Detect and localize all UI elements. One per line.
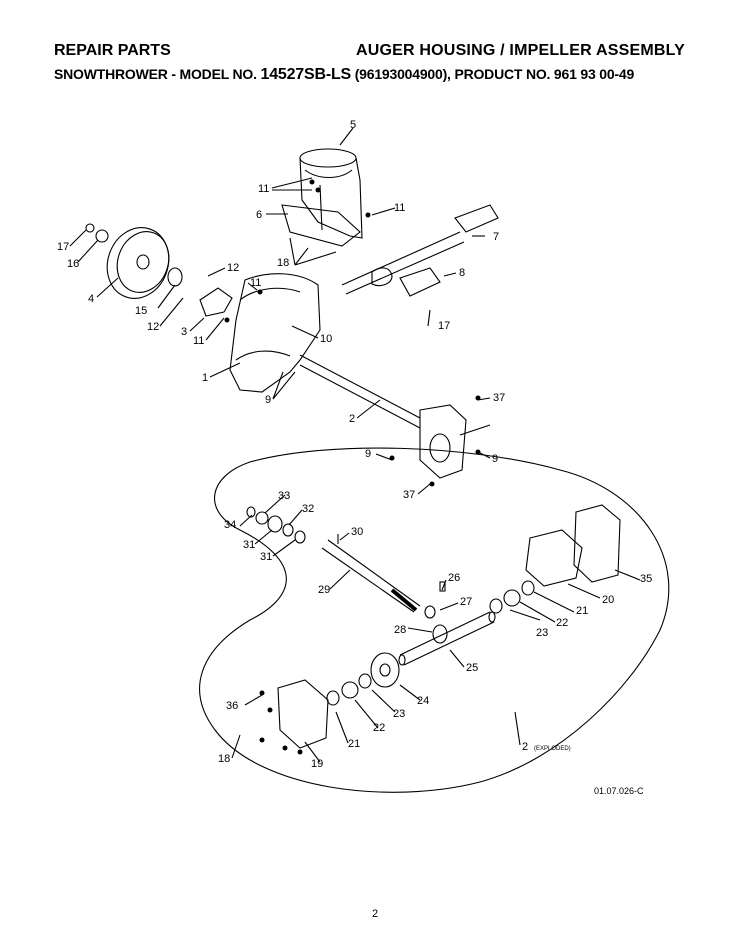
callout-11a: 11	[258, 183, 269, 195]
callout-22b: 22	[373, 722, 385, 734]
axle-part-25	[398, 611, 496, 666]
callout-36: 35	[640, 573, 652, 585]
nut-part-15	[85, 223, 95, 233]
callout-29: 29	[318, 584, 330, 596]
washer-part-32	[282, 523, 294, 537]
pulley-part-4	[106, 227, 170, 299]
callout-34: 34	[224, 519, 236, 531]
subtitle-prefix: SNOWTHROWER - MODEL NO.	[54, 66, 261, 82]
callout-37b: 37	[403, 489, 415, 501]
model-subtitle: SNOWTHROWER - MODEL NO. 14527SB-LS (9619…	[54, 66, 634, 84]
callout-19: 19	[311, 758, 323, 770]
callout-18: 18	[218, 753, 230, 765]
bushing-part-22b	[503, 589, 521, 607]
callout-23b: 23	[393, 708, 405, 720]
callout-23a: 23	[536, 627, 548, 639]
model-number: 14527SB-LS	[260, 66, 352, 83]
callout-24: 24	[417, 695, 429, 707]
callout-5: 5	[350, 119, 356, 131]
bearing-part-13	[167, 267, 183, 287]
washer-part-23b	[489, 598, 503, 614]
worm-shaft-part-29	[321, 539, 421, 613]
key-part-26	[439, 581, 446, 592]
chute-part-5	[299, 148, 363, 239]
cover-part-36	[573, 504, 621, 583]
page-number: 2	[371, 908, 379, 920]
bushing-part-27	[424, 605, 436, 619]
callout-6: 6	[256, 209, 262, 221]
callout-15: 17	[57, 241, 69, 253]
callout-7: 7	[493, 231, 499, 243]
assembly-title: AUGER HOUSING / IMPELLER ASSEMBLY	[355, 42, 685, 59]
callout-22a: 22	[556, 617, 568, 629]
callout-14: 16	[67, 258, 79, 270]
callout-35: 36	[226, 700, 238, 712]
gasket-part-20	[525, 529, 583, 587]
gear-part-24-inner	[379, 663, 391, 677]
callout-27: 27	[460, 596, 472, 608]
callout-3: 3	[181, 326, 187, 338]
repair-parts-title: REPAIR PARTS	[54, 42, 171, 59]
callout-17: 17	[438, 320, 450, 332]
callout-21a: 21	[576, 605, 588, 617]
shaft-part-7	[341, 204, 499, 295]
washer-part-21b	[521, 580, 535, 596]
grip-part-8	[399, 267, 441, 297]
subtitle-suffix: (96193004900), PRODUCT NO. 961 93 00-49	[351, 66, 635, 82]
callout-9a: 9	[265, 394, 271, 406]
callout-21b: 21	[348, 738, 360, 750]
bearing-part-31a	[267, 515, 283, 533]
callout-10: 10	[320, 333, 332, 345]
callout-2: 2	[349, 413, 355, 425]
callout-32: 32	[302, 503, 314, 515]
fasteners	[224, 179, 481, 755]
callout-25: 25	[466, 662, 478, 674]
washer-part-31b	[294, 530, 306, 544]
callout-4: 4	[88, 293, 94, 305]
callout-11b: 11	[394, 202, 405, 214]
callout-37a: 37	[493, 392, 505, 404]
seal-part-33	[255, 511, 269, 525]
callout-28: 28	[394, 624, 406, 636]
cover-part-19	[277, 679, 329, 749]
callout-11d: 11	[193, 335, 204, 347]
washer-part-23a	[358, 673, 372, 689]
nut-part-14	[95, 229, 109, 243]
document-number: 01.07.026-C	[594, 786, 644, 796]
callout-9c: 9	[492, 453, 498, 465]
callout-2-exploded: 2	[522, 741, 528, 753]
bracket-part-6	[281, 204, 361, 247]
callout-1: 1	[202, 372, 208, 384]
bearing-cup-part-28	[432, 624, 448, 644]
gear-part-24	[370, 652, 400, 688]
washer-part-34	[246, 506, 256, 518]
callout-26: 26	[448, 572, 460, 584]
auger-housing-part-1	[229, 273, 321, 393]
callout-31a: 31	[243, 539, 255, 551]
callout-30: 30	[351, 526, 363, 538]
gearbox-assembly	[419, 404, 491, 479]
callout-31b: 31	[260, 551, 272, 563]
drive-shaft-part-2	[299, 354, 421, 429]
callout-12b: 12	[147, 321, 159, 333]
callout-8: 8	[459, 267, 465, 279]
callout-11c: 11	[250, 277, 261, 289]
callout-12a: 12	[227, 262, 239, 274]
callout-13: 15	[135, 305, 147, 317]
callout-9b: 9	[365, 448, 371, 460]
bushing-part-22a	[341, 681, 359, 699]
exploded-outline	[199, 447, 670, 793]
washer-part-21a	[326, 690, 340, 706]
exploded-note: (EXPLODED)	[534, 746, 571, 752]
grip-body	[371, 267, 393, 287]
callout-20: 20	[602, 594, 614, 606]
callout-16: 18	[277, 257, 289, 269]
flange-part-3	[199, 287, 233, 317]
callout-33: 33	[278, 490, 290, 502]
